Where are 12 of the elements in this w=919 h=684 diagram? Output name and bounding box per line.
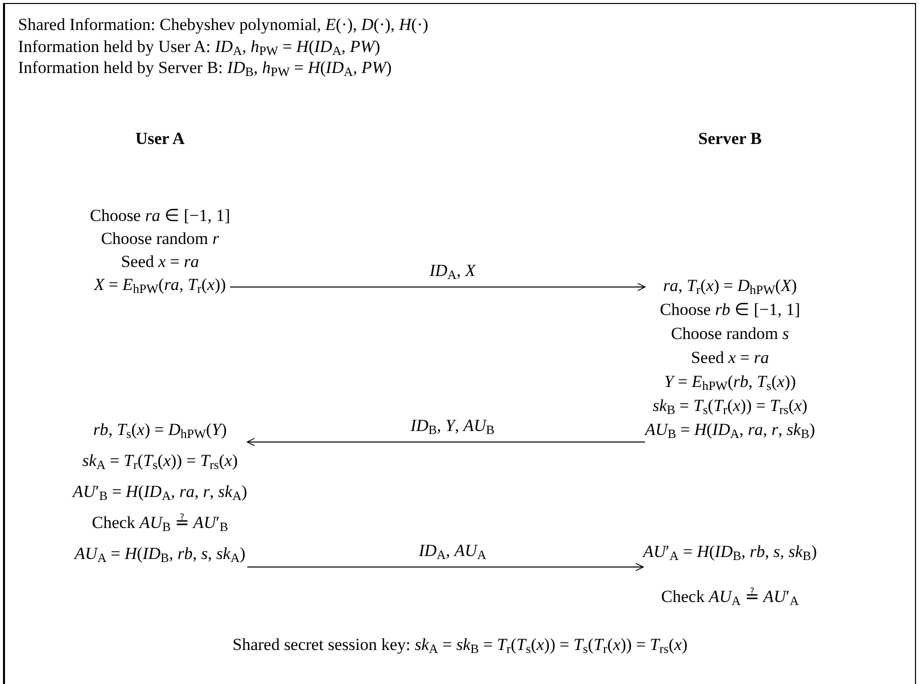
- column-heading: Server B: [698, 129, 762, 148]
- protocol-steps: ra, T$_{r}$(x) = D$_{hPW}$(X) Choose rb ∈ [−1, 1] Choose random s Seed x = ra Y = E$_{hPW}$(rb, T$_{s}$(x)) sk$_{B}$ = T$_{s}$(T$_{r}$(x)) = T$_{rs}$(x) AU$_{B}$ = H(ID$_{A}$, ra, r, sk$_{B}$): [645, 270, 815, 446]
- note-text: Shared secret session key: sk$_{A}$ = sk$_{B}$ = T$_{r}$(T$_{s}$(x)) = T$_{s}$(T$_{r}$(x)) = T$_{rs}$(x): [232, 635, 688, 654]
- message-arrow: [246, 438, 646, 446]
- column-heading: User A: [135, 129, 185, 148]
- note-text: Information held by User A: ID$_{A}$, h$_{PW}$ = H(ID$_{A}$, PW): [18, 37, 380, 56]
- note-text: Shared Information: Chebyshev polynomial, E(·), D(·), H(·): [18, 15, 428, 34]
- message-arrow: [230, 282, 646, 292]
- protocol-steps: rb, T$_{s}$(x) = D$_{hPW}$(Y) sk$_{A}$ = T$_{r}$(T$_{s}$(x)) = T$_{rs}$(x) AU′$_{B}$ = H(ID$_{A}$, ra, r, sk$_{A}$) Check AU$_{B}$ ≟ AU′$_{B}$ AU$_{A}$ = H(ID$_{B}$, rb, s, sk$_{A}$): [72, 410, 248, 573]
- note-text: Information held by Server B: ID$_{B}$, h$_{PW}$ = H(ID$_{A}$, PW): [18, 58, 392, 77]
- message-arrow: [246, 562, 644, 572]
- protocol-steps: Choose ra ∈ [−1, 1] Choose random r Seed x = ra X = E$_{hPW}$(ra, T$_{r}$(x)): [90, 200, 230, 300]
